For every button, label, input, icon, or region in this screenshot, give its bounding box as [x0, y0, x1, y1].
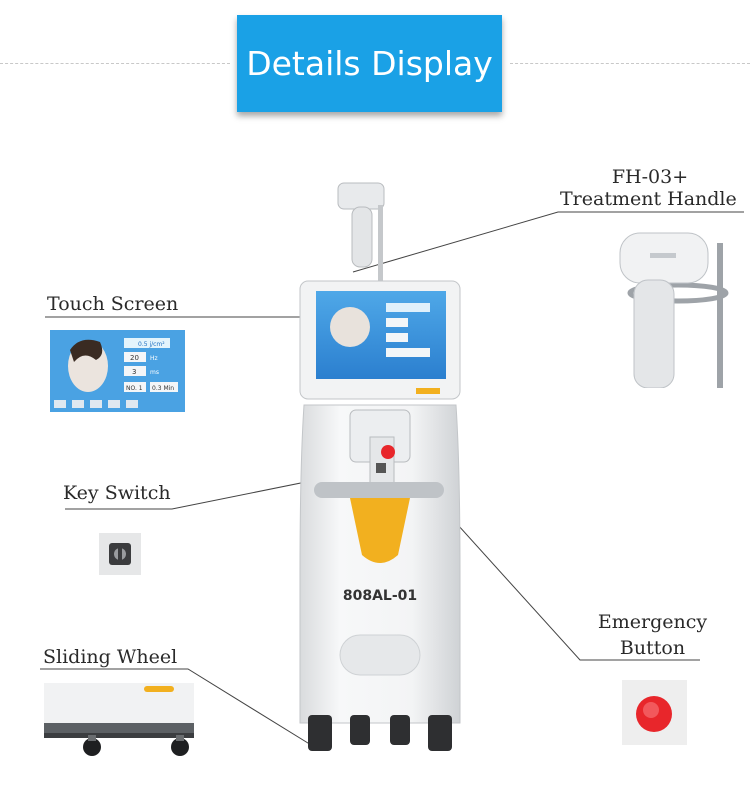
svg-text:0.5 j/cm²: 0.5 j/cm²	[138, 341, 165, 348]
sliding-wheel-leader-line	[40, 668, 317, 749]
touch-screen-closeup: 0.5 j/cm² 20 Hz 3 ms NO. 1 0.3 Min	[50, 330, 185, 412]
banner-title: Details Display	[246, 44, 493, 83]
wheel	[308, 715, 332, 751]
laser-machine: 808AL-01	[299, 182, 461, 751]
wheel	[390, 715, 410, 745]
wheel	[350, 715, 370, 745]
svg-text:Hz: Hz	[150, 355, 158, 362]
emergency-label-line2: Button	[619, 637, 686, 659]
handle-bar	[314, 482, 444, 498]
sliding-wheel-label: Sliding Wheel	[43, 646, 178, 668]
key-switch-closeup	[99, 533, 141, 575]
key-switch-dot	[376, 463, 386, 473]
lower-panel	[339, 634, 421, 676]
emergency-button-closeup	[622, 680, 687, 745]
touch-screen-label: Touch Screen	[47, 293, 179, 315]
handle-label-line2: Treatment Handle	[560, 188, 737, 210]
handle-grip	[351, 206, 373, 268]
header-divider-left	[0, 63, 230, 64]
wheel	[428, 715, 452, 751]
svg-text:0.3 Min: 0.3 Min	[152, 385, 174, 392]
emergency-button-dot	[381, 445, 395, 459]
title-banner: Details Display	[237, 15, 502, 112]
handle-head	[337, 182, 385, 210]
svg-text:NO. 1: NO. 1	[126, 385, 143, 392]
key-switch-label: Key Switch	[63, 482, 171, 504]
handle-label-line1: FH-03+	[611, 166, 689, 188]
treatment-handle-closeup	[619, 232, 729, 388]
header-divider-right	[510, 63, 750, 64]
svg-text:20: 20	[130, 354, 139, 362]
emergency-label-line1: Emergency	[597, 611, 708, 633]
svg-text:3: 3	[132, 368, 136, 376]
svg-text:ms: ms	[150, 369, 159, 376]
accent-panel	[350, 498, 410, 563]
model-label: 808AL-01	[343, 588, 417, 604]
sliding-wheel-closeup	[44, 683, 194, 756]
handle-leader-line	[352, 211, 744, 273]
